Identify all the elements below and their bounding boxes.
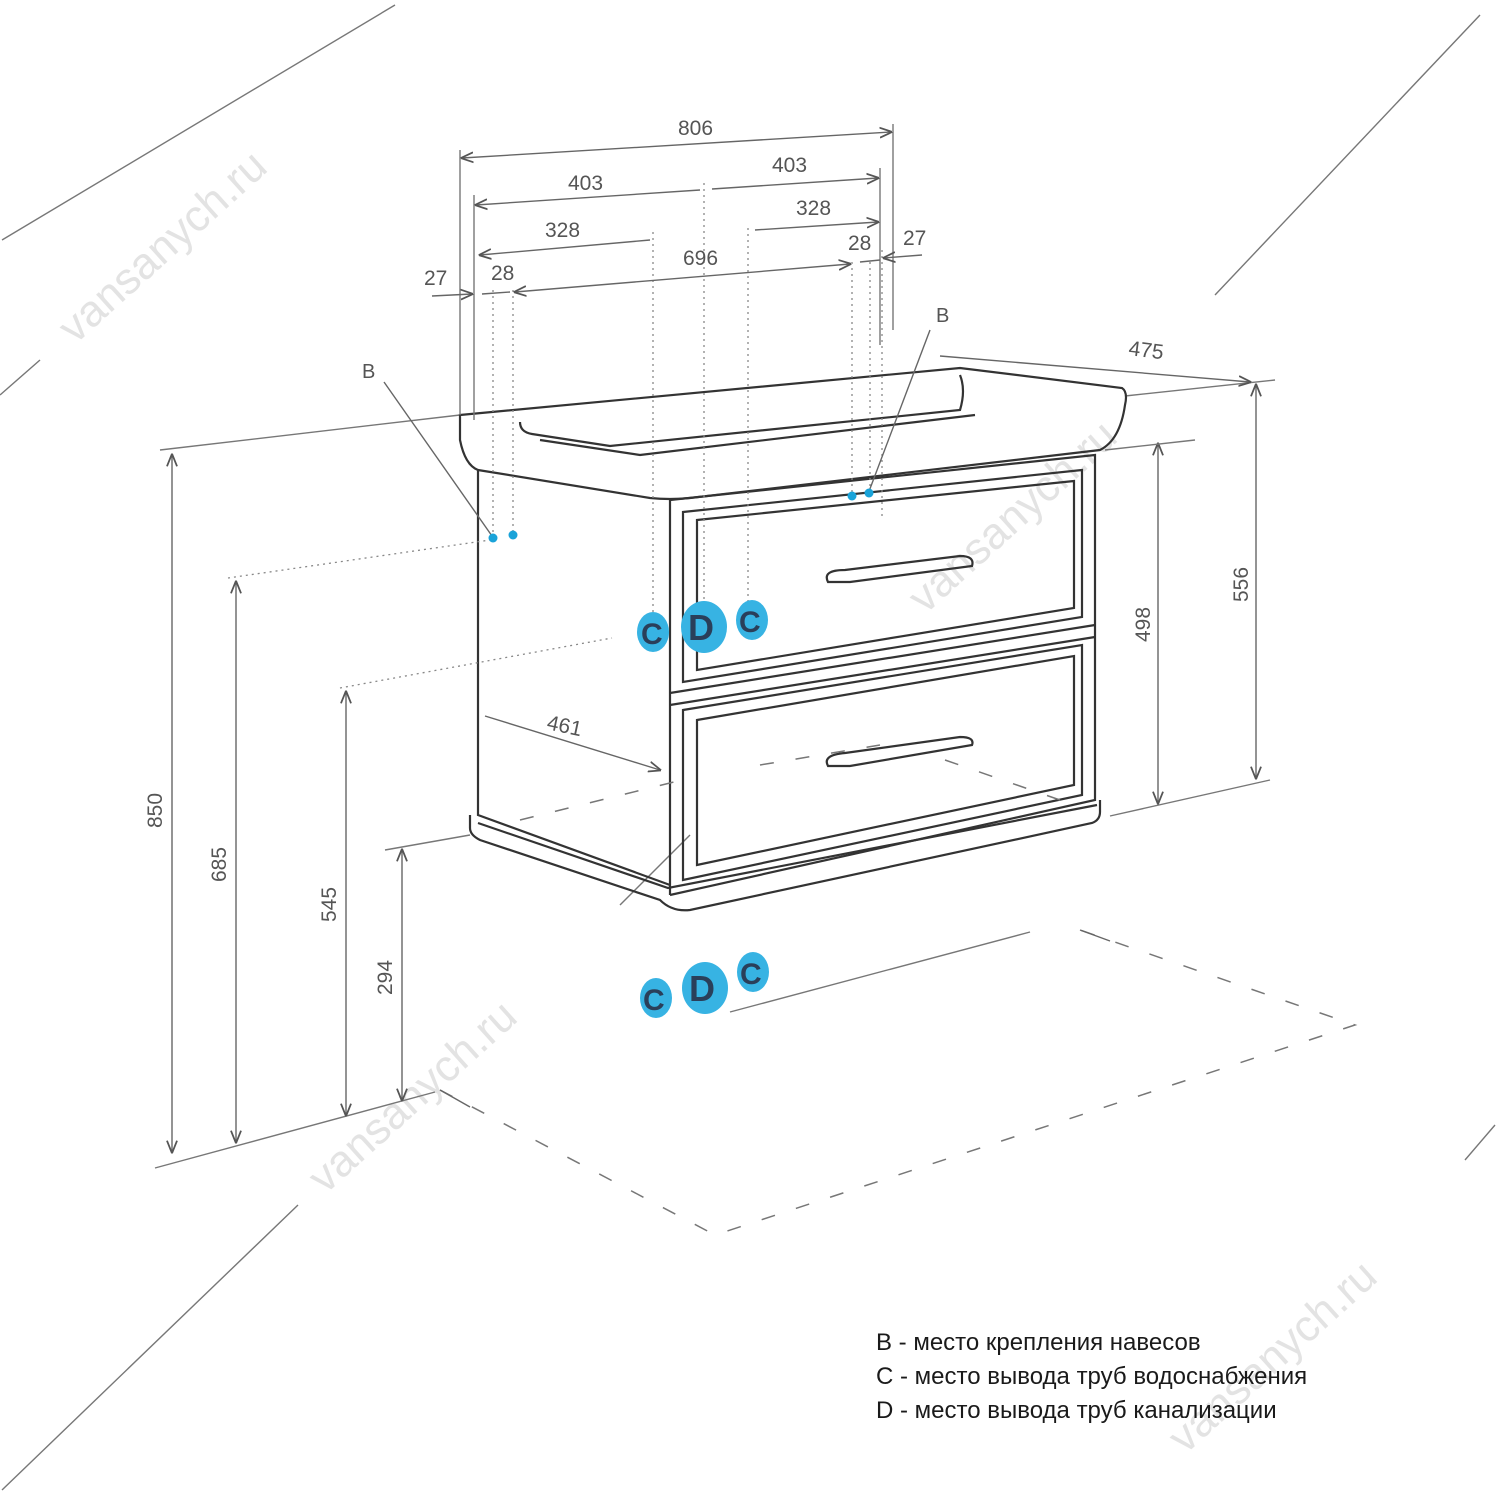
- water-outlet-marker: [737, 952, 769, 992]
- leader-lines: [227, 183, 883, 689]
- water-outlet-marker: [637, 612, 669, 652]
- watermark-2: vansanych.ru: [899, 411, 1126, 623]
- dim-475: 475: [1127, 337, 1165, 364]
- legend-item-b: B - место крепления навесов: [876, 1329, 1201, 1356]
- floor-outline: [154, 929, 1358, 1236]
- water-outlet-marker: [736, 600, 768, 640]
- drain-outlet-marker-label: D: [688, 607, 714, 648]
- dim-27-right: 27: [903, 227, 926, 250]
- dim-294: 294: [374, 960, 397, 995]
- dimension-values: 806 403 403 328 328 696 27 28 28 27 475 …: [144, 117, 1253, 995]
- legend-item-d: D - место вывода труб канализации: [876, 1397, 1277, 1424]
- dim-328-right: 328: [796, 197, 831, 220]
- dim-27-left: 27: [424, 267, 447, 290]
- drain-outlet-marker: [681, 601, 727, 653]
- dim-556: 556: [1230, 567, 1253, 602]
- watermark-3: vansanych.ru: [299, 991, 526, 1203]
- watermark-1: vansanych.ru: [49, 141, 276, 353]
- mount-point: [864, 488, 874, 498]
- dim-696: 696: [683, 247, 718, 270]
- dim-403-right: 403: [772, 154, 807, 177]
- washbasin: [458, 366, 1128, 501]
- mount-point: [488, 533, 498, 543]
- drain-outlet-marker-label: D: [689, 968, 715, 1009]
- dim-28-left: 28: [491, 262, 514, 285]
- mount-point: [847, 491, 857, 501]
- water-outlet-marker-label: C: [739, 606, 761, 639]
- mount-point: [508, 530, 518, 540]
- extension-lines-top: [459, 124, 894, 420]
- pipe-markers-floor: C D C: [640, 952, 769, 1018]
- drain-outlet-marker: [682, 962, 728, 1014]
- legend: B - место крепления навесов C - место вы…: [876, 1326, 1436, 1428]
- dim-498: 498: [1132, 607, 1155, 642]
- wall-lines: [159, 379, 1276, 851]
- dim-328-left: 328: [545, 219, 580, 242]
- pipe-markers-wall: C D C: [637, 600, 768, 653]
- mounting-points: [488, 488, 874, 543]
- dim-545: 545: [318, 887, 341, 922]
- marker-b-left-label: B: [362, 361, 375, 383]
- watermark-group: vansanych.ru vansanych.ru vansanych.ru v…: [0, 4, 1496, 1491]
- dim-850: 850: [144, 793, 167, 828]
- dim-28-right: 28: [848, 232, 871, 255]
- dim-806: 806: [678, 117, 713, 140]
- water-outlet-marker-label: C: [641, 618, 663, 651]
- dim-685: 685: [208, 847, 231, 882]
- water-outlet-marker-label: C: [643, 984, 665, 1017]
- marker-b-right-label: B: [936, 305, 949, 327]
- dim-403-left: 403: [568, 172, 603, 195]
- water-outlet-marker-label: C: [740, 958, 762, 991]
- dimension-lines: [172, 132, 1256, 1152]
- water-outlet-marker: [640, 978, 672, 1018]
- legend-item-c: C - место вывода труб водоснабжения: [876, 1363, 1308, 1390]
